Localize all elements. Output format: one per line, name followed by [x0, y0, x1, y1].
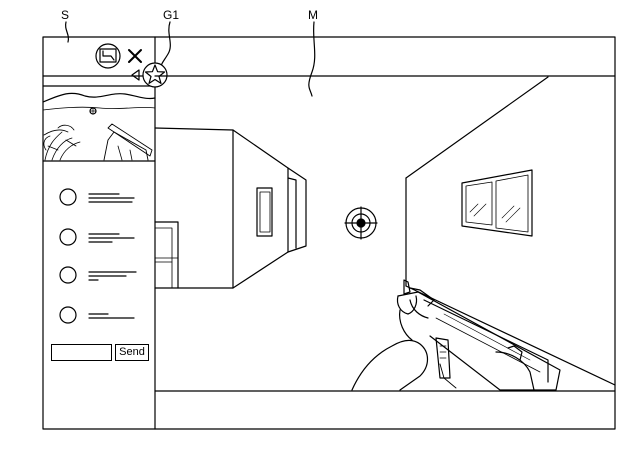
building-left [154, 127, 307, 289]
star-icon[interactable] [142, 62, 168, 88]
list-item[interactable] [59, 188, 135, 206]
crosshair-icon [344, 206, 378, 240]
leader-m [308, 21, 316, 97]
sidebar-panel [42, 36, 156, 430]
label-g1: G1 [163, 8, 180, 22]
leader-g1 [160, 21, 171, 71]
chat-list [59, 188, 137, 324]
player-rifle [351, 279, 561, 391]
close-icon[interactable] [128, 49, 142, 63]
device-frame [42, 36, 616, 430]
minimap-thumbnail[interactable] [42, 92, 156, 161]
label-s: S [61, 8, 70, 22]
game-view [154, 75, 616, 392]
map-icon[interactable] [95, 43, 121, 69]
wall-right [405, 76, 616, 386]
triangle-left-icon[interactable] [131, 69, 140, 81]
list-item[interactable] [59, 306, 135, 324]
list-item[interactable] [59, 266, 137, 284]
list-item[interactable] [59, 228, 135, 246]
send-button[interactable]: Send [115, 344, 149, 361]
leader-s [64, 21, 70, 43]
message-input[interactable] [51, 344, 112, 361]
label-m: M [308, 8, 318, 22]
